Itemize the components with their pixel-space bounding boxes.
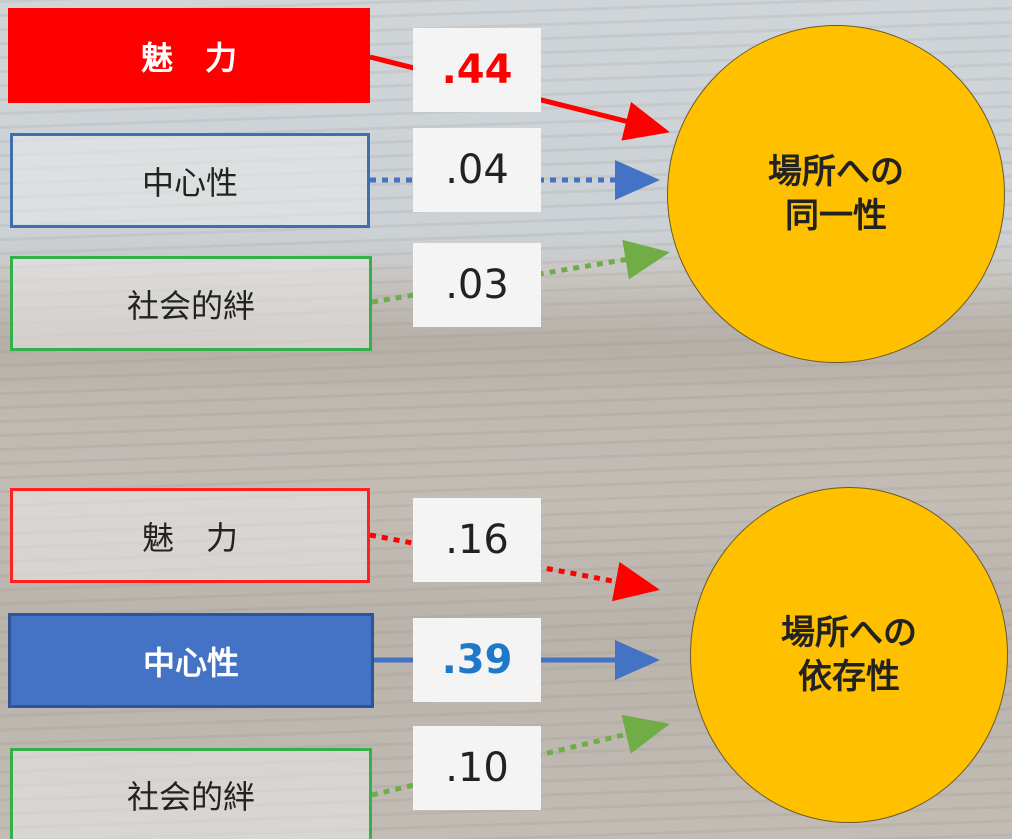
source-box-miryoku-top: 魅 力: [8, 8, 370, 103]
coefficient-label: .03: [413, 243, 541, 327]
source-box-chushinsei-top: 中心性: [10, 133, 370, 228]
source-box-kizuna-bottom: 社会的絆: [10, 748, 372, 839]
source-box-kizuna-top: 社会的絆: [10, 256, 372, 351]
coefficient-label: .44: [413, 28, 541, 112]
source-box-miryoku-bottom: 魅 力: [10, 488, 370, 583]
source-label: 魅 力: [141, 518, 238, 557]
source-label: 魅 力: [140, 38, 237, 77]
source-label: 中心性: [142, 643, 239, 682]
target-label-line2: 同一性: [785, 196, 887, 236]
target-label-line1: 場所への: [781, 612, 917, 653]
target-label-line2: 依存性: [798, 657, 900, 697]
target-circle-identity: 場所への 同一性: [667, 25, 1005, 363]
source-label: 中心性: [141, 163, 238, 202]
target-circle-dependence: 場所への 依存性: [690, 487, 1008, 823]
coefficient-label: .39: [413, 618, 541, 702]
coefficient-label: .16: [413, 498, 541, 582]
source-box-chushinsei-bottom: 中心性: [8, 613, 374, 708]
target-label-line1: 場所への: [768, 151, 904, 192]
coefficient-label: .04: [413, 128, 541, 212]
coefficient-label: .10: [413, 726, 541, 810]
source-label: 社会的絆: [126, 778, 255, 816]
source-label: 社会的絆: [126, 286, 255, 325]
